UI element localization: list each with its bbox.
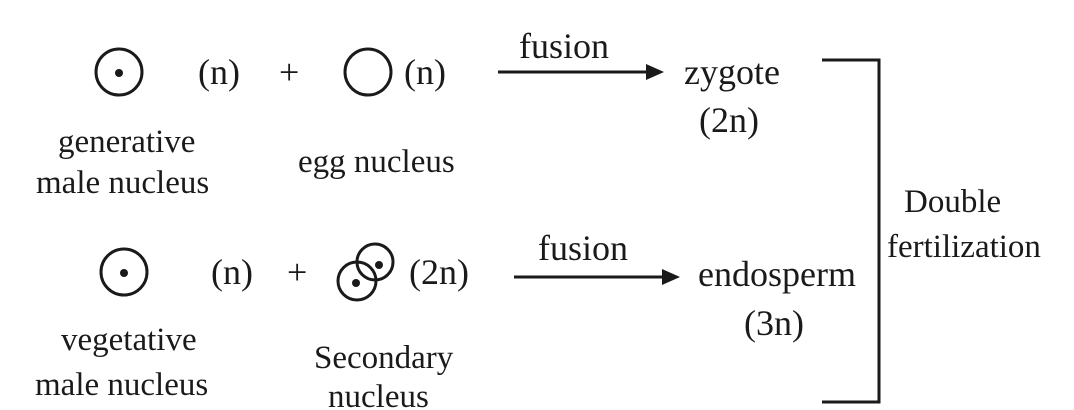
endosperm-ploidy: (3n) [744, 303, 804, 343]
zygote-ploidy: (2n) [699, 100, 759, 140]
secondary-label-line2: nucleus [328, 379, 429, 410]
vegetative-label-line2: male nucleus [35, 367, 208, 403]
generative-male-nucleus-icon [94, 47, 144, 97]
secondary-nucleus-icon [336, 242, 395, 302]
bottom-plus-sign: + [287, 252, 307, 292]
secondary-label-line1: Secondary [314, 340, 454, 376]
egg-ploidy: (n) [404, 52, 446, 92]
endosperm-label: endosperm [698, 254, 856, 294]
top-fusion-label: fusion [519, 26, 609, 66]
generative-label-line2: male nucleus [36, 165, 209, 201]
egg-nucleus-label: egg nucleus [298, 144, 455, 180]
top-fusion-arrow [498, 64, 664, 80]
top-plus-sign: + [279, 52, 299, 92]
generative-label-line1: generative [58, 124, 195, 160]
egg-nucleus-icon [343, 47, 393, 97]
zygote-label: zygote [684, 52, 780, 92]
double-fertilization-bracket [822, 58, 881, 404]
vegetative-male-ploidy: (n) [211, 252, 253, 292]
bracket-label-line1: Double [904, 184, 1001, 220]
secondary-ploidy: (2n) [409, 252, 469, 292]
generative-male-ploidy: (n) [198, 52, 240, 92]
bracket-label-line2: fertilization [887, 229, 1041, 265]
bottom-fusion-arrow [514, 269, 680, 285]
vegetative-male-nucleus-icon [99, 247, 149, 297]
vegetative-label-line1: vegetative [61, 322, 197, 358]
bottom-fusion-label: fusion [538, 228, 628, 268]
